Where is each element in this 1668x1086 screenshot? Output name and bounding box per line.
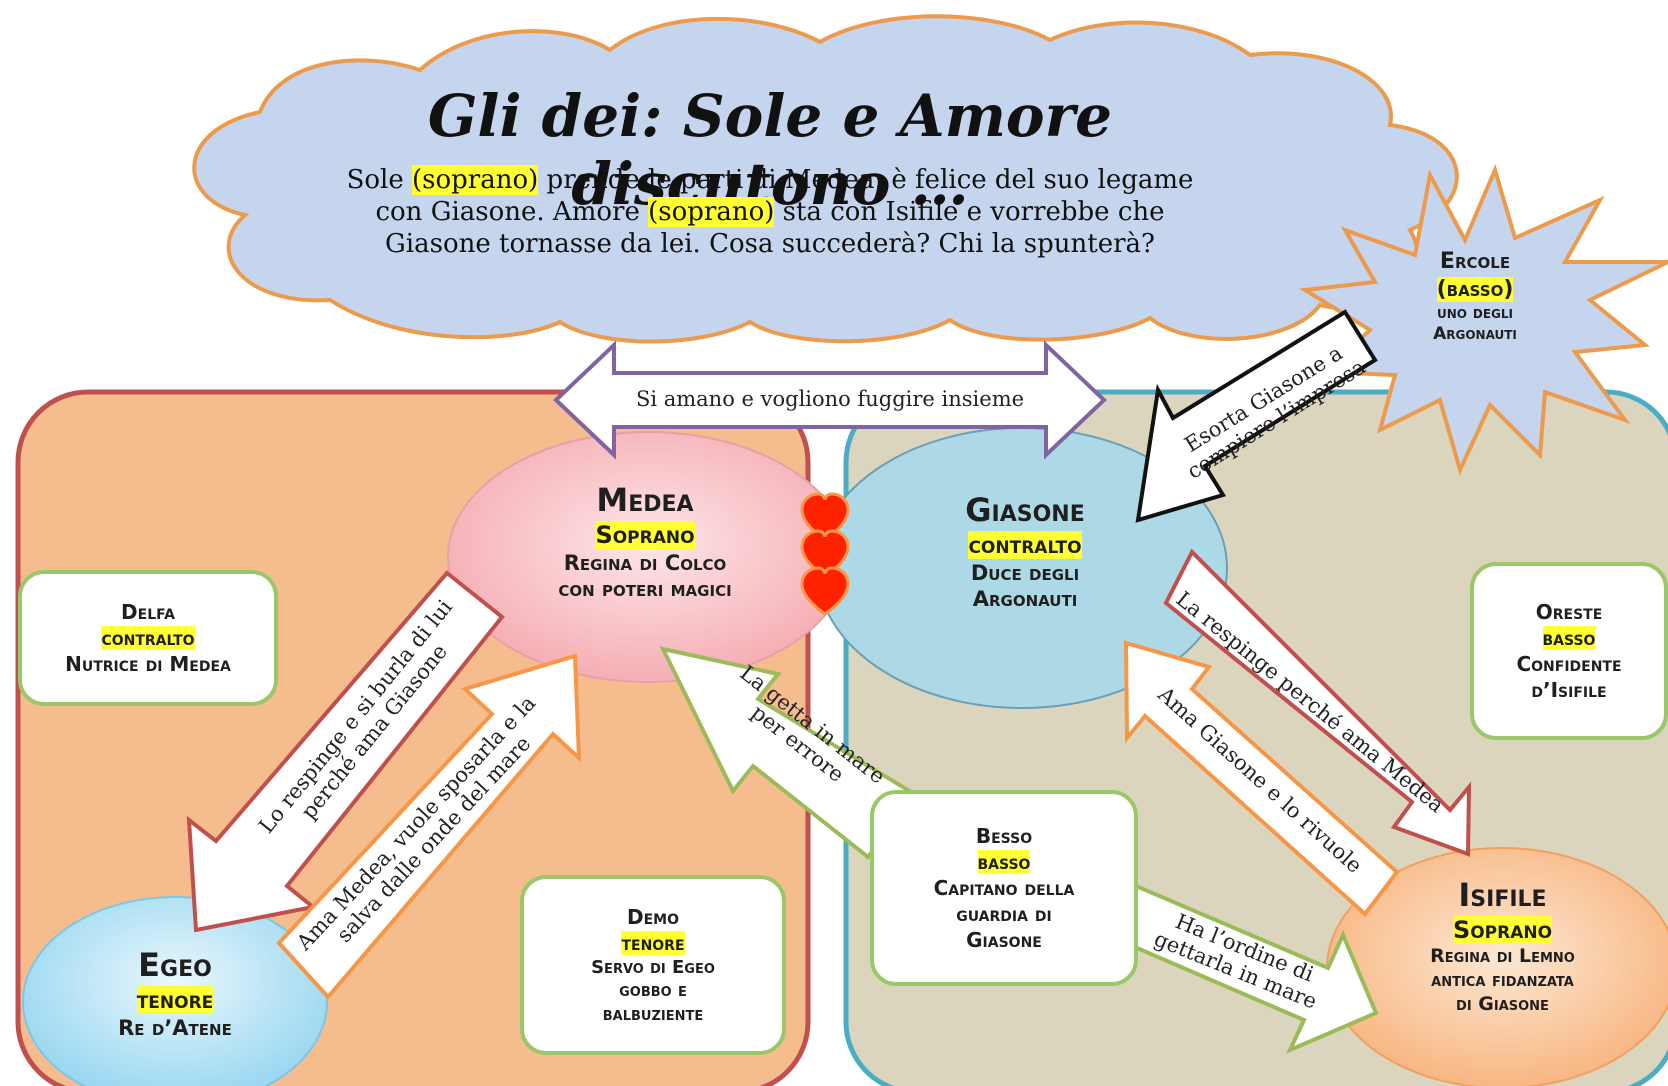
egeo-label: Egeo tenore Re d’Atene <box>118 946 232 1040</box>
besso-medea-arrow <box>659 646 919 860</box>
egeo-medea-arrow <box>276 653 582 1001</box>
demo-box: Demo tenore Servo di Egeo gobbo e balbuz… <box>520 875 786 1055</box>
giasone-isifile-arrow <box>1163 548 1472 857</box>
hearts-group <box>800 492 850 616</box>
heart-icon <box>800 529 850 579</box>
medea-label: Medea Soprano Regina di Colco con poteri… <box>558 481 732 602</box>
voice-highlight: tenore <box>621 930 685 955</box>
voice-highlight: contralto <box>968 531 1082 559</box>
love-arrow-label: Si amano e vogliono fuggire insieme <box>635 387 1025 411</box>
isifile-label: Isifile Soprano Regina di Lemno antica f… <box>1430 876 1575 1015</box>
giasone-label: Giasone contralto Duce degli Argonauti <box>965 491 1085 612</box>
voice-highlight: tenore <box>136 986 214 1014</box>
cloud-shape <box>192 14 1459 344</box>
voice-highlight: Soprano <box>1452 916 1553 944</box>
heart-icon <box>800 492 850 542</box>
voice-highlight: (basso) <box>1436 276 1514 302</box>
heart-icon <box>800 566 850 616</box>
cloud-title: Gli dei: Sole e Amore discutono … <box>427 82 1113 218</box>
delfa-box: Delfa contralto Nutrice di Medea <box>18 570 278 706</box>
voice-highlight: contralto <box>101 626 195 650</box>
voice-highlight: (soprano) <box>648 196 775 227</box>
voice-highlight: basso <box>1542 626 1596 650</box>
oreste-box: Oreste basso Confidente d’Isifile <box>1470 562 1668 740</box>
ercole-label: Ercole (basso) uno degli Argonauti <box>1433 249 1517 345</box>
voice-highlight: (soprano) <box>412 165 539 195</box>
isifile-giasone-arrow <box>1123 640 1400 917</box>
besso-box: Besso basso Capitano della guardia di Gi… <box>870 790 1138 986</box>
voice-highlight: Soprano <box>595 521 695 549</box>
medea-egeo-arrow <box>186 570 505 933</box>
starburst-shape <box>1299 164 1668 476</box>
love-double-arrow <box>553 340 1107 460</box>
voice-highlight: basso <box>977 850 1031 874</box>
ercole-giasone-arrow <box>1135 309 1378 523</box>
cloud-text: Sole (soprano) prende le parti di Medea:… <box>346 165 1194 259</box>
